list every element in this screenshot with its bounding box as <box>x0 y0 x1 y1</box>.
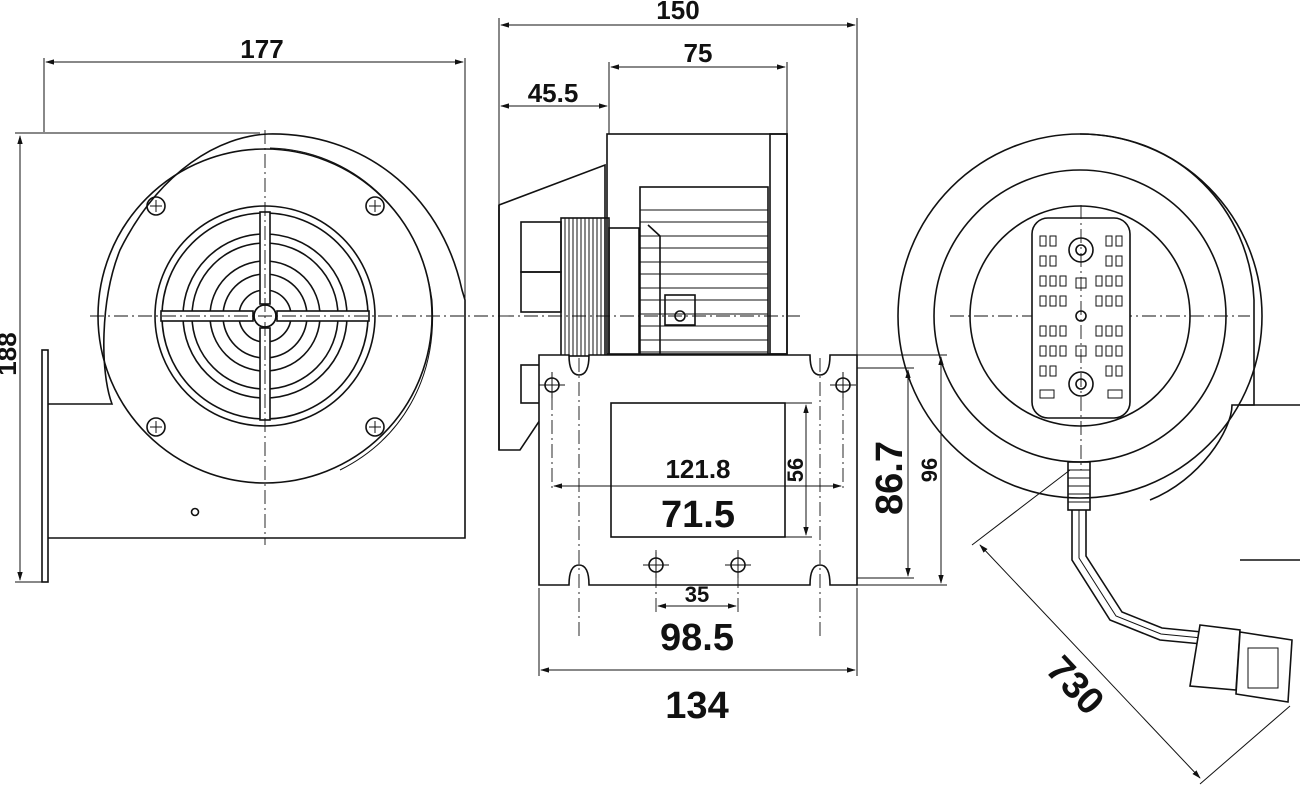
screw-icon <box>146 417 166 437</box>
flange-height-outer-label: 96 <box>917 458 942 482</box>
rear-view: 730 <box>897 133 1300 785</box>
stator-coil <box>560 217 610 357</box>
cable-length-dimension-line <box>979 544 1201 779</box>
outlet-height-label: 56 <box>783 458 808 482</box>
vent-slots <box>1039 235 1123 399</box>
flange-hole-span-label: 98.5 <box>660 617 734 659</box>
side-view: 150 75 45.5 121.8 71.5 56 35 98.5 134 86… <box>498 0 1250 727</box>
screw-icon <box>365 417 385 437</box>
flange-width-outer-label: 121.8 <box>665 454 730 484</box>
screw-icon <box>365 196 385 216</box>
outlet-width-label: 71.5 <box>661 494 735 536</box>
hole-spacing-label: 35 <box>685 582 709 607</box>
housing-offset-label: 45.5 <box>528 78 579 108</box>
connector-plug <box>1189 624 1293 703</box>
flange-total-width-label: 134 <box>665 685 728 727</box>
overall-depth-label: 150 <box>656 0 699 25</box>
outlet-opening <box>610 402 786 538</box>
front-width-label: 177 <box>240 34 283 64</box>
front-view: 177 188 <box>0 34 500 583</box>
cable-length-label: 730 <box>1038 648 1112 723</box>
rear-housing-circle <box>897 133 1263 499</box>
screw-icon <box>146 196 166 216</box>
flange-height-inner-label: 86.7 <box>869 441 911 515</box>
motor-depth-label: 75 <box>684 38 713 68</box>
front-height-label: 188 <box>0 332 22 375</box>
